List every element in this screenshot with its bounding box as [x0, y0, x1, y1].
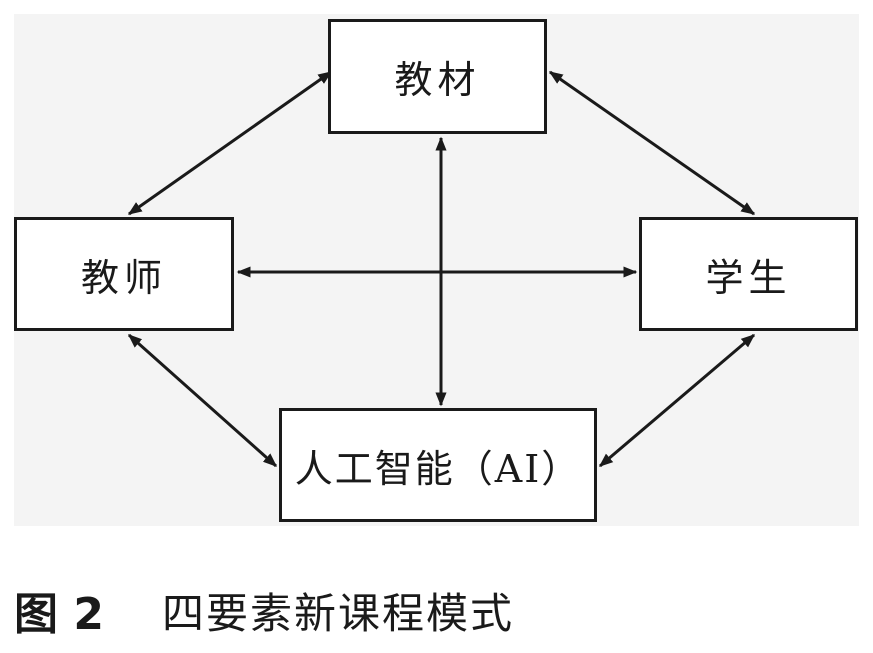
node-textbook-label: 教材	[394, 58, 481, 102]
node-teacher: 教师	[14, 217, 234, 331]
node-ai: 人工智能（AI）	[279, 408, 597, 522]
node-student-label: 学生	[705, 255, 792, 300]
arrow-teacher-textbook	[127, 70, 333, 216]
figure-caption: 图 2 四要素新课程模式	[14, 580, 514, 641]
arrow-student-ai	[598, 333, 756, 468]
arrow-textbook-student	[548, 70, 756, 216]
node-teacher-label: 教师	[80, 255, 167, 300]
node-student: 学生	[639, 217, 858, 331]
arrow-teacher-ai	[127, 333, 278, 468]
node-ai-label: 人工智能（AI）	[294, 446, 582, 491]
figure-number: 图 2	[14, 589, 104, 640]
figure-title: 四要素新课程模式	[161, 588, 514, 638]
node-textbook: 教材	[328, 19, 547, 134]
